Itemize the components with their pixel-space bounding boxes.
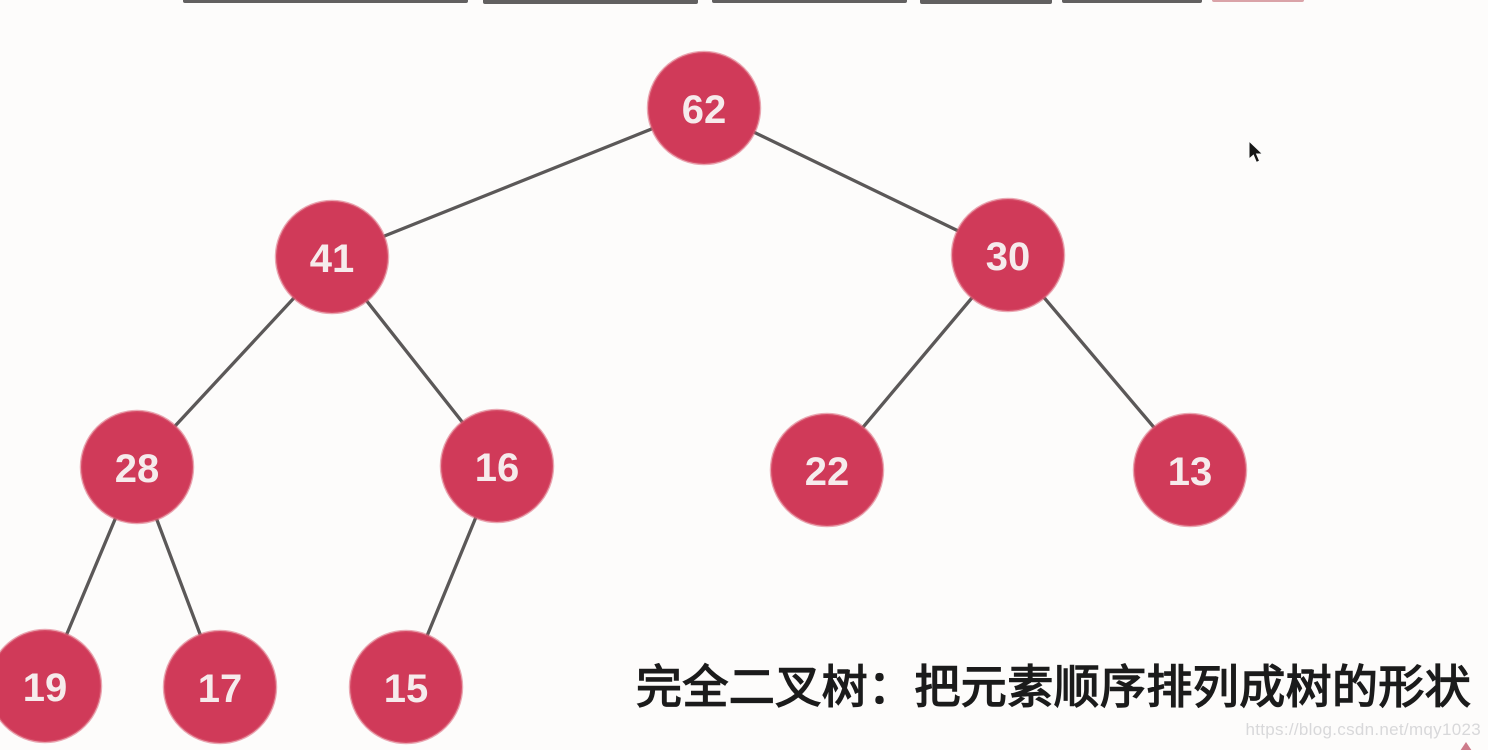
tree-node-label: 17 [198,667,243,711]
tree-node-15 [348,629,464,745]
tree-node-41 [274,199,390,315]
tree-node-22 [769,412,885,528]
tree-node-62 [646,50,762,166]
watermark-url: https://blog.csdn.net/mqy1023 [1245,720,1481,739]
tree-node-label: 15 [384,667,429,711]
caption-text: 完全二叉树：把元素顺序排列成树的形状 [636,661,1472,713]
tree-node-17 [162,629,278,745]
top-crop-segment [712,0,907,3]
tree-node-label: 28 [115,447,160,491]
tree-node-label: 13 [1168,450,1213,494]
bottom-right-artifact [1460,742,1472,750]
top-crop-segment [920,0,1052,4]
tree-node-19 [0,628,103,744]
tree-node-label: 30 [986,235,1031,279]
tree-node-28 [79,409,195,525]
top-crop-segment [1212,0,1304,2]
tree-edge [330,106,706,259]
tree-node-label: 19 [23,666,68,710]
top-crop-segment [183,0,468,3]
top-crop-artifact [0,0,1488,5]
tree-node-label: 22 [805,450,850,494]
tree-node-13 [1132,412,1248,528]
tree-node-label: 62 [682,88,727,132]
tree-node-label: 41 [310,237,355,281]
tree-node-30 [950,197,1066,313]
top-crop-segment [1062,0,1202,3]
top-crop-segment [483,0,698,4]
tree-node-16 [439,408,555,524]
tree-node-label: 16 [475,446,520,490]
